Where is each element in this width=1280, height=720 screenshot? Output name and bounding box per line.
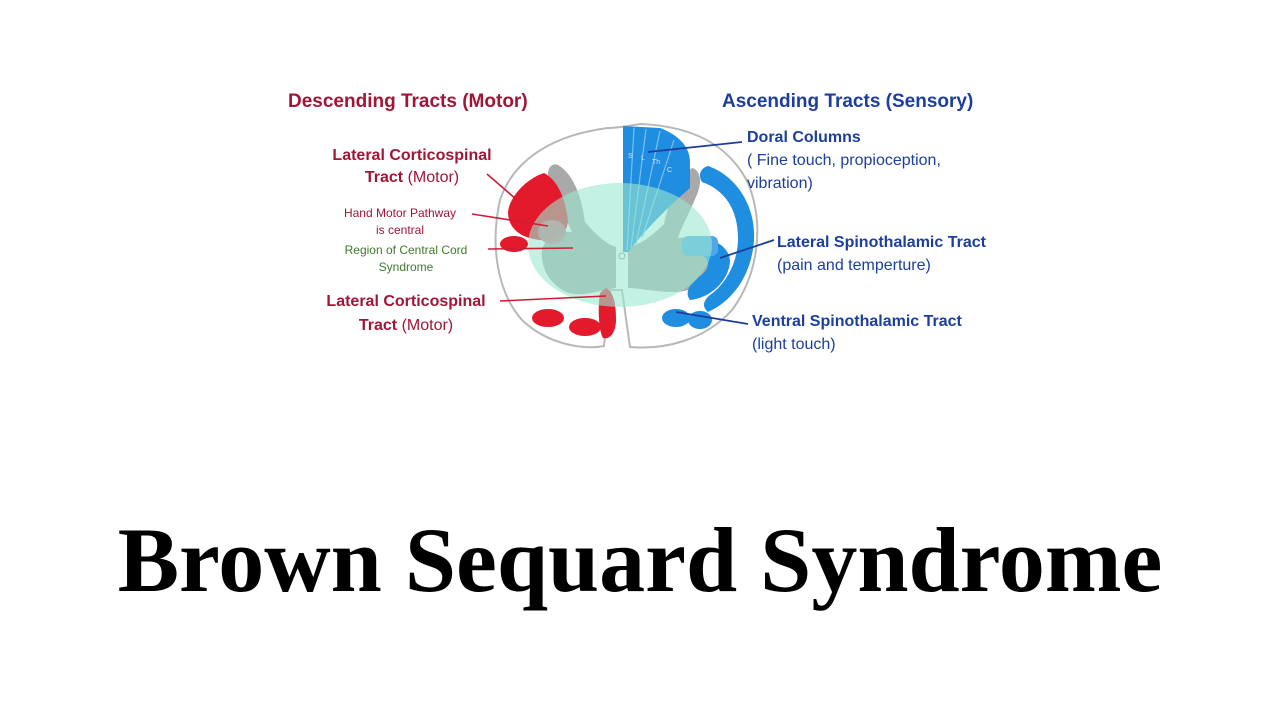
dorsal-columns-desc-line2: vibration) [747, 175, 813, 192]
lcst-top-line2: Tract (Motor) [365, 169, 459, 186]
dorsal-column-mark-th: Th [652, 159, 660, 166]
lcst-top-line1: Lateral Corticospinal [332, 147, 491, 164]
lcst-top-motor: (Motor) [408, 169, 460, 186]
central-cord-region [528, 183, 712, 307]
ventral-spinothalamic-desc: (light touch) [752, 336, 836, 353]
lateral-spinothalamic-area [700, 166, 755, 312]
pointer-lines [471, 141, 775, 325]
ventral-spinothalamic-title: Ventral Spinothalamic Tract [752, 313, 963, 330]
lateral-spinothalamic-desc: (pain and temperture) [777, 257, 931, 274]
dorsal-column-mark-c: C [667, 167, 672, 174]
ventral-spinothalamic-a [662, 309, 690, 327]
dorsal-column-mark-s: S [628, 153, 633, 160]
lcst-bottom-tract: Tract [359, 317, 398, 334]
lcst-top-tract: Tract [365, 169, 404, 186]
central-cord-line1: Region of Central Cord [345, 243, 468, 257]
page-title: Brown Sequard Syndrome [117, 509, 1163, 611]
dorsal-columns-title: Doral Columns [747, 129, 861, 146]
central-cord-line2: Syndrome [379, 260, 434, 274]
dorsal-column-mark-l: L [641, 155, 645, 162]
lcst-bottom-line2: Tract (Motor) [359, 317, 453, 334]
motor-tract-2c [569, 318, 601, 336]
hand-motor-line1: Hand Motor Pathway [344, 206, 456, 220]
hand-motor-line2: is central [376, 223, 424, 237]
spinal-cord-cross-section: S L Th C [494, 122, 759, 349]
descending-tracts-heading: Descending Tracts (Motor) [288, 91, 528, 112]
lcst-bottom-line1: Lateral Corticospinal [326, 293, 485, 310]
motor-tract-2d [532, 309, 564, 327]
dorsal-columns-desc-line1: ( Fine touch, propioception, [747, 152, 941, 169]
ascending-tracts-heading: Ascending Tracts (Sensory) [722, 91, 973, 112]
lcst-bottom-motor: (Motor) [402, 317, 454, 334]
lateral-spinothalamic-title: Lateral Spinothalamic Tract [777, 234, 987, 251]
